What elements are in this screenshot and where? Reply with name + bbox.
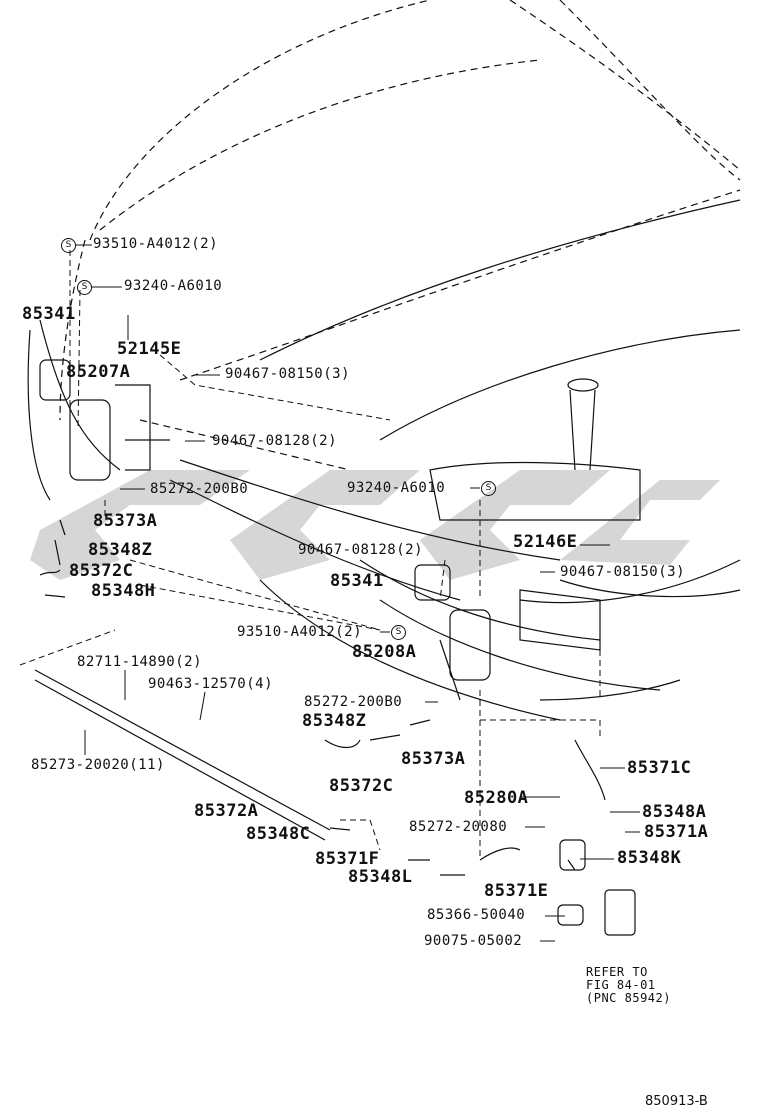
small-hoses — [39, 519, 521, 876]
label-85280a: 85280A — [464, 788, 529, 808]
label-85348z-left: 85348Z — [88, 540, 153, 560]
label-90463-12570: 90463-12570(4) — [148, 676, 274, 692]
label-85372c-left: 85372C — [69, 561, 134, 581]
label-85348h: 85348H — [91, 581, 156, 601]
label-82711-14890: 82711-14890(2) — [77, 654, 203, 670]
s-mark-top: S — [61, 238, 76, 253]
hose-85372a — [34, 669, 331, 841]
s-mark-right: S — [481, 481, 496, 496]
label-90467-08150-right: 90467-08150(3) — [560, 564, 686, 580]
label-93240-a6010-right: 93240-A6010 — [347, 480, 446, 496]
refer-to-fig-note: REFER TO FIG 84-01 (PNC 85942) — [586, 965, 671, 1005]
label-52145e: 52145E — [117, 339, 182, 359]
leader-lines — [75, 244, 640, 942]
label-85348c: 85348C — [246, 824, 311, 844]
label-90467-08128-left: 90467-08128(2) — [212, 433, 338, 449]
s-mark-mid: S — [391, 625, 406, 640]
body-outline — [27, 199, 741, 721]
label-93510-a4012-mid: 93510-A4012(2) — [237, 624, 363, 640]
label-85348a: 85348A — [642, 802, 707, 822]
label-85366-50040: 85366-50040 — [427, 907, 526, 923]
label-85348l: 85348L — [348, 867, 413, 887]
label-85373a-left: 85373A — [93, 511, 158, 531]
label-85371e: 85371E — [484, 881, 549, 901]
label-52146e: 52146E — [513, 532, 578, 552]
label-85341-right: 85341 — [330, 571, 384, 591]
washer-tank — [429, 378, 641, 521]
label-85341-left: 85341 — [22, 304, 76, 324]
label-85207a: 85207A — [66, 362, 131, 382]
label-90467-08150-left: 90467-08150(3) — [225, 366, 351, 382]
label-85272-20080: 85272-20080 — [409, 819, 508, 835]
label-85373a-right: 85373A — [401, 749, 466, 769]
label-85348z-right: 85348Z — [302, 711, 367, 731]
label-93510-a4012-top: 93510-A4012(2) — [93, 236, 219, 252]
label-85372c-right: 85372C — [329, 776, 394, 796]
label-90075-05002: 90075-05002 — [424, 933, 523, 949]
hood-outline — [59, 0, 741, 471]
label-85371c: 85371C — [627, 758, 692, 778]
pump-assembly — [557, 739, 636, 936]
label-93240-a6010-left: 93240-A6010 — [124, 278, 223, 294]
watermark — [30, 470, 720, 580]
label-85272-200b0-left: 85272-200B0 — [150, 481, 249, 497]
label-85348k: 85348K — [617, 848, 682, 868]
figure-number: 850913-B — [645, 1094, 708, 1109]
label-85272-200b0-right: 85272-200B0 — [304, 694, 403, 710]
label-90467-08128-right: 90467-08128(2) — [298, 542, 424, 558]
s-mark-left: S — [77, 280, 92, 295]
right-nozzle-assembly — [414, 564, 601, 701]
label-85372a: 85372A — [194, 801, 259, 821]
label-85208a: 85208A — [352, 642, 417, 662]
label-85273-20020: 85273-20020(11) — [31, 757, 165, 773]
dashed-leaders — [19, 250, 601, 860]
label-85371a: 85371A — [644, 822, 709, 842]
label-85371f: 85371F — [315, 849, 380, 869]
